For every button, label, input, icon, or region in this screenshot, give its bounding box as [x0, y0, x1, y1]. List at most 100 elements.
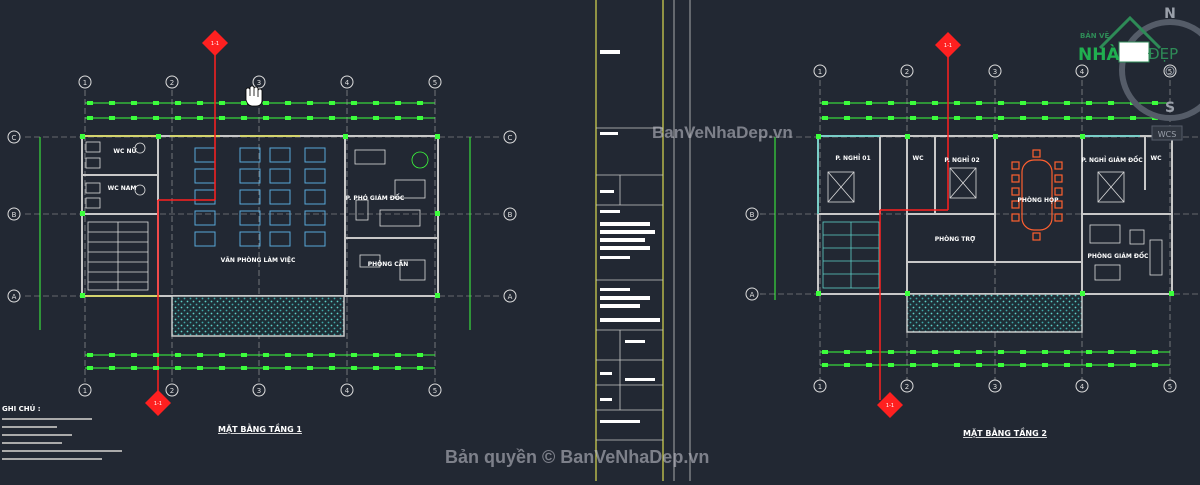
dimension-tick [131, 366, 137, 370]
axis-label: A [750, 291, 755, 299]
axis-label: 3 [257, 79, 261, 87]
dimension-tick [351, 101, 357, 105]
grid-lines [25, 90, 500, 382]
axis-label: 2 [170, 79, 174, 87]
wcs-button[interactable] [1151, 125, 1183, 141]
dimension-tick [1064, 116, 1070, 120]
desk [239, 189, 261, 205]
dimension-tick [1086, 101, 1092, 105]
dimension-tick [844, 101, 850, 105]
dimension-tick [1042, 116, 1048, 120]
dimension-tick [822, 350, 828, 354]
dimension-tick [844, 116, 850, 120]
dimension-tick [417, 101, 423, 105]
dimension-tick [329, 116, 335, 120]
dimension-ticks [87, 101, 423, 120]
axis-labels: 1 2 3 4 5 1 2 3 4 5 C B A C B A [12, 79, 513, 395]
dimension-tick [395, 101, 401, 105]
dimension-tick [285, 116, 291, 120]
dimension-tick [866, 363, 872, 367]
dimension-tick [307, 101, 313, 105]
dimension-tick [153, 116, 159, 120]
dimension-tick [1152, 350, 1158, 354]
room-label: WC NAM [108, 185, 137, 192]
dimension-tick [307, 366, 313, 370]
dimension-tick [1064, 101, 1070, 105]
meeting-table [1011, 149, 1063, 241]
dimension-tick [241, 116, 247, 120]
section-line [157, 55, 216, 400]
axis-bubbles [7, 75, 517, 397]
dimension-tick [307, 116, 313, 120]
dimension-tick [351, 366, 357, 370]
section-label: 1-1 [211, 41, 219, 47]
dimension-tick [373, 353, 379, 357]
axis-label: 3 [993, 383, 997, 391]
dimension-tick [1086, 350, 1092, 354]
dimension-tick [1042, 101, 1048, 105]
room-label: WC NỮ [113, 148, 136, 155]
dimension-tick [976, 101, 982, 105]
dimension-tick [1064, 350, 1070, 354]
dimension-tick [888, 363, 894, 367]
axis-label: B [750, 211, 755, 219]
axis-label: A [12, 293, 17, 301]
dimension-tick [373, 116, 379, 120]
dimension-tick [351, 116, 357, 120]
dimension-tick [1130, 116, 1136, 120]
dimension-tick [1152, 101, 1158, 105]
dimension-tick [87, 353, 93, 357]
dimension-tick [932, 101, 938, 105]
dimension-tick [910, 363, 916, 367]
dimension-tick [329, 101, 335, 105]
dimension-tick [866, 350, 872, 354]
dimension-tick [175, 353, 181, 357]
axis-label: 2 [170, 387, 174, 395]
dimension-tick [888, 350, 894, 354]
compass-south: S [1165, 100, 1175, 116]
dimension-tick [219, 101, 225, 105]
section-markers [145, 30, 228, 416]
dimension-tick [910, 116, 916, 120]
dimension-tick [263, 353, 269, 357]
staircase [87, 221, 149, 291]
dimension-tick [395, 353, 401, 357]
axis-label: 1 [83, 79, 87, 87]
dimension-tick [976, 363, 982, 367]
dimension-tick [1042, 350, 1048, 354]
toilets [85, 141, 146, 209]
desk [304, 189, 326, 205]
axis-label: B [508, 211, 513, 219]
compass-widget[interactable]: N S WCS [1119, 6, 1200, 141]
axis-label: 4 [345, 79, 350, 87]
dimension-tick [87, 366, 93, 370]
dimension-tick [976, 350, 982, 354]
notes-title: GHI CHÚ : [2, 404, 41, 413]
dimension-tick [373, 366, 379, 370]
brand-logo: BẢN VẼ NHÀ ĐẸP [1078, 15, 1178, 65]
room-label: PHÒNG TRỢ [935, 236, 976, 243]
axis-label: 2 [905, 68, 909, 76]
dimension-tick [395, 366, 401, 370]
entrance-hatch [171, 295, 345, 337]
dimension-tick [866, 101, 872, 105]
dimension-tick [241, 101, 247, 105]
room-label: VĂN PHÒNG LÀM VIỆC [221, 256, 296, 264]
wcs-label: WCS [1158, 130, 1177, 139]
desk [304, 231, 326, 247]
dimension-tick [932, 350, 938, 354]
dimension-tick [1064, 363, 1070, 367]
dimension-tick [1108, 116, 1114, 120]
dimension-tick [1086, 116, 1092, 120]
notes-block: GHI CHÚ : [2, 404, 122, 460]
dimension-tick [263, 116, 269, 120]
dimension-tick [1020, 101, 1026, 105]
dimension-tick [1130, 350, 1136, 354]
dimension-tick [153, 366, 159, 370]
dimension-tick [373, 101, 379, 105]
dimension-tick [888, 116, 894, 120]
dimension-tick [87, 101, 93, 105]
dimension-tick [998, 116, 1004, 120]
